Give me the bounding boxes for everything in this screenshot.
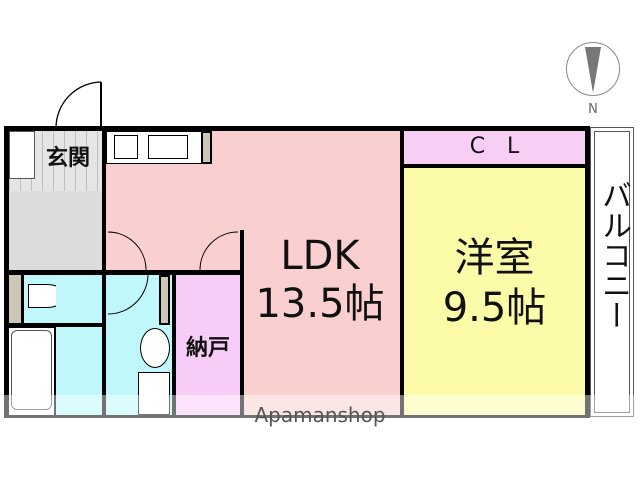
label-balcony: バルコニー — [596, 180, 631, 330]
door-arcs — [107, 231, 239, 315]
label-western-size: 9.5帖 — [442, 285, 547, 331]
watermark: Apamanshop — [254, 403, 386, 427]
room-western — [404, 168, 585, 415]
label-genkan: 玄関 — [45, 146, 90, 171]
room-closet — [404, 131, 585, 164]
label-ldk-size: 13.5帖 — [255, 281, 385, 327]
sink-icon — [148, 135, 188, 159]
label-storage: 納戸 — [185, 336, 230, 361]
entry-door — [55, 81, 102, 129]
room-storage — [176, 275, 240, 415]
compass-label: N — [588, 102, 598, 117]
label-ldk-name: LDK — [280, 233, 360, 279]
label-western-name: 洋室 — [454, 235, 535, 281]
label-closet: C L — [469, 134, 520, 159]
bathtub-icon — [11, 330, 52, 410]
washer-space — [138, 372, 170, 415]
stove-icon — [114, 135, 138, 159]
balcony — [590, 127, 634, 417]
compass-icon — [566, 42, 620, 96]
room-bath — [9, 328, 54, 415]
washbasin-icon — [140, 328, 170, 368]
